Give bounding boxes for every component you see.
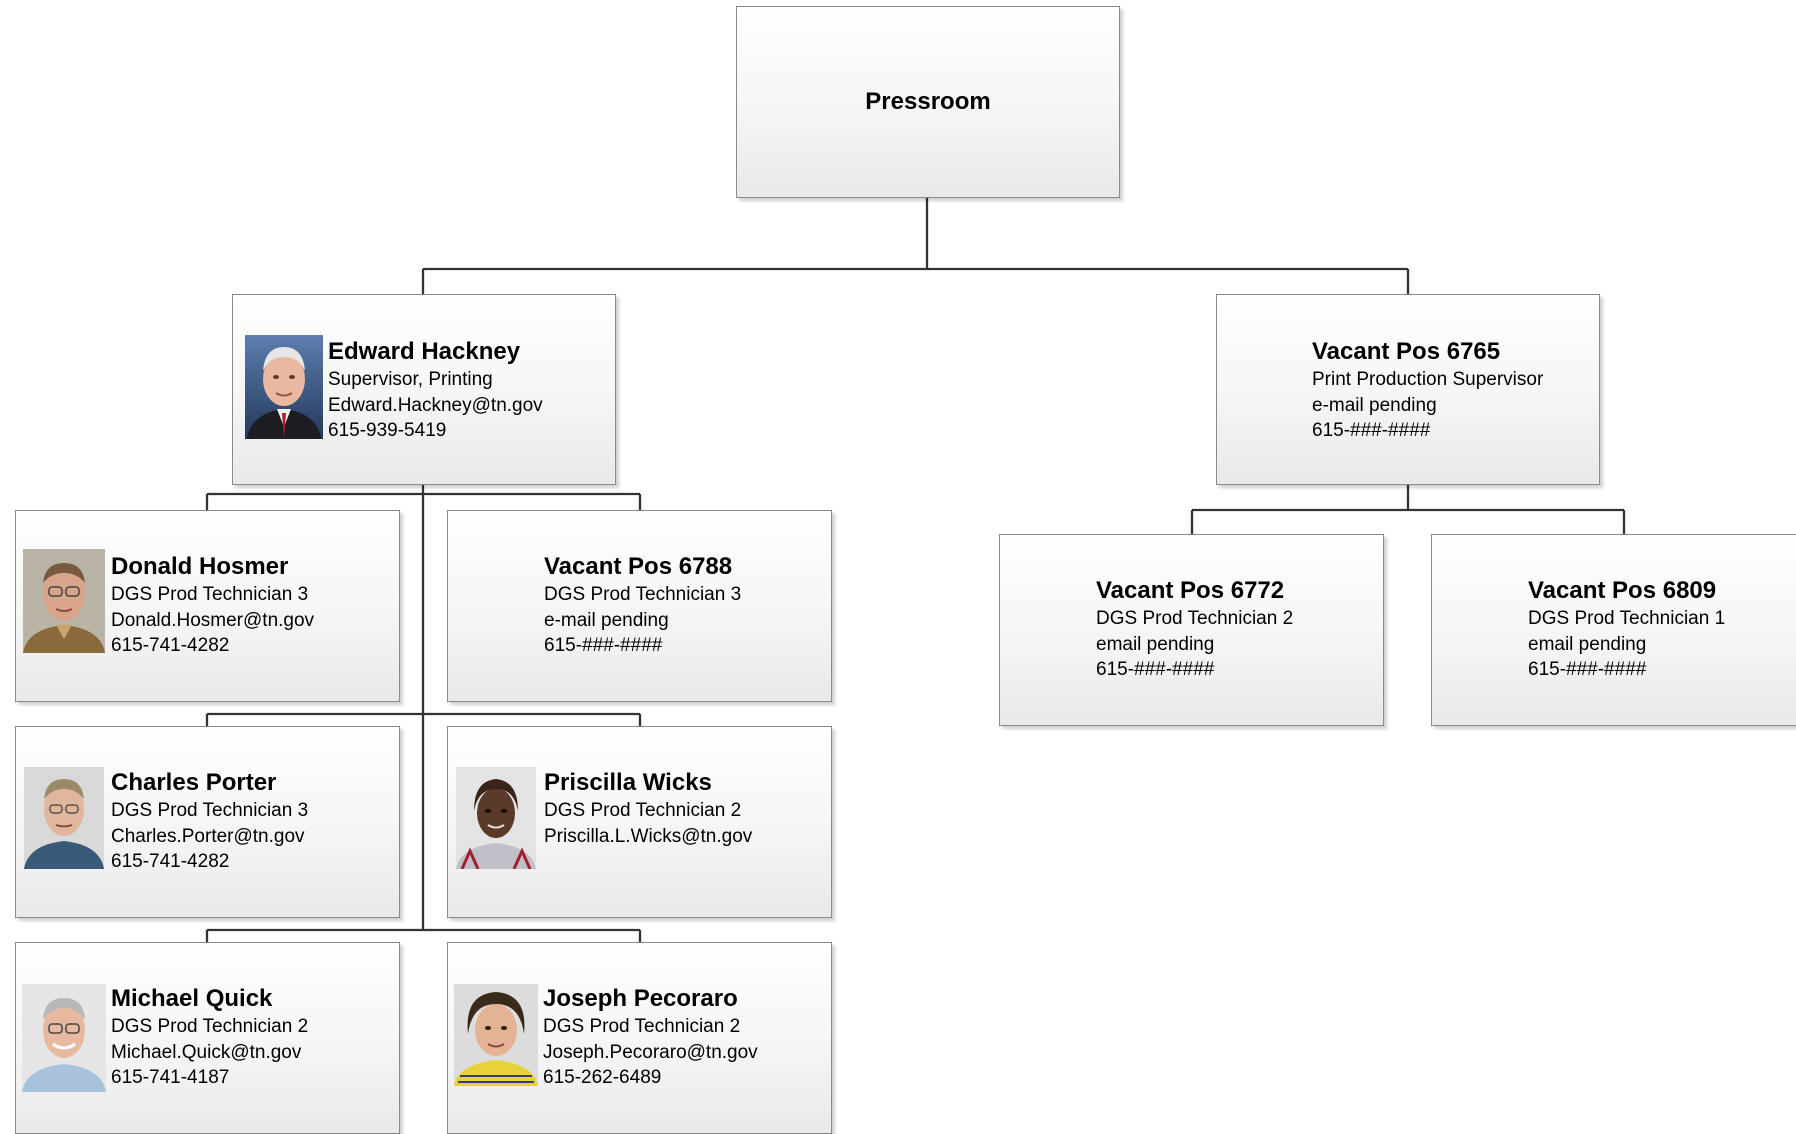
- person-name: Vacant Pos 6765: [1312, 338, 1501, 365]
- org-info: Edward Hackney Supervisor, Printing Edwa…: [328, 337, 543, 444]
- person-phone: 615-###-####: [1096, 659, 1215, 680]
- org-info: Michael Quick DGS Prod Technician 2 Mich…: [111, 984, 308, 1091]
- org-info: Priscilla Wicks DGS Prod Technician 2 Pr…: [544, 768, 752, 849]
- person-phone: 615-###-####: [1312, 420, 1431, 441]
- photo-portrait-icon: [454, 984, 538, 1086]
- person-email: Michael.Quick@tn.gov: [111, 1041, 302, 1063]
- person-phone: 615-262-6489: [543, 1067, 662, 1088]
- org-info: Charles Porter DGS Prod Technician 3 Cha…: [111, 768, 308, 875]
- person-title: DGS Prod Technician 2: [111, 1016, 309, 1037]
- person-name: Michael Quick: [111, 985, 273, 1012]
- person-name: Donald Hosmer: [111, 553, 289, 580]
- person-email: e-mail pending: [544, 609, 669, 631]
- org-info: Vacant Pos 6809 DGS Prod Technician 1 em…: [1528, 576, 1725, 683]
- person-title: Print Production Supervisor: [1312, 369, 1544, 390]
- person-name: Vacant Pos 6788: [544, 553, 733, 580]
- org-box-vacant-6809[interactable]: Vacant Pos 6809 DGS Prod Technician 1 em…: [1431, 534, 1796, 726]
- org-box-vacant-6772[interactable]: Vacant Pos 6772 DGS Prod Technician 2 em…: [999, 534, 1384, 726]
- person-email: Charles.Porter@tn.gov: [111, 825, 305, 847]
- person-phone: 615-741-4282: [111, 635, 230, 656]
- org-box-priscilla-wicks[interactable]: Priscilla Wicks DGS Prod Technician 2 Pr…: [447, 726, 832, 918]
- org-info: Vacant Pos 6765 Print Production Supervi…: [1312, 337, 1543, 444]
- person-email: Priscilla.L.Wicks@tn.gov: [544, 825, 753, 847]
- person-title: DGS Prod Technician 3: [111, 800, 309, 821]
- person-title: DGS Prod Technician 1: [1528, 608, 1726, 629]
- person-title: DGS Prod Technician 2: [1096, 608, 1294, 629]
- connector-row1: [205, 492, 642, 510]
- person-phone: 615-939-5419: [328, 420, 447, 441]
- org-info: Joseph Pecoraro DGS Prod Technician 2 Jo…: [543, 984, 758, 1091]
- org-box-joseph-pecoraro[interactable]: Joseph Pecoraro DGS Prod Technician 2 Jo…: [447, 942, 832, 1134]
- org-info: Vacant Pos 6788 DGS Prod Technician 3 e-…: [544, 552, 741, 659]
- org-info: Vacant Pos 6772 DGS Prod Technician 2 em…: [1096, 576, 1293, 683]
- person-title: Supervisor, Printing: [328, 369, 493, 390]
- person-phone: 615-741-4187: [111, 1067, 230, 1088]
- person-phone: 615-741-4282: [111, 851, 230, 872]
- person-phone: 615-###-####: [544, 635, 663, 656]
- person-name: Joseph Pecoraro: [543, 985, 738, 1012]
- person-title: DGS Prod Technician 3: [544, 584, 742, 605]
- org-info: Donald Hosmer DGS Prod Technician 3 Dona…: [111, 552, 314, 659]
- person-title: DGS Prod Technician 2: [543, 1016, 741, 1037]
- connector-row2: [205, 712, 642, 726]
- person-name: Vacant Pos 6809: [1528, 577, 1717, 604]
- photo-portrait-icon: [23, 549, 105, 653]
- org-box-pressroom[interactable]: Pressroom: [736, 6, 1120, 198]
- connector-vacant6765: [1190, 485, 1626, 534]
- connector-root: [421, 198, 1410, 294]
- person-email: Joseph.Pecoraro@tn.gov: [543, 1041, 758, 1063]
- person-email: email pending: [1096, 633, 1215, 655]
- org-box-donald-hosmer[interactable]: Donald Hosmer DGS Prod Technician 3 Dona…: [15, 510, 400, 702]
- photo-portrait-icon: [245, 335, 323, 439]
- person-email: Donald.Hosmer@tn.gov: [111, 609, 315, 631]
- person-name: Edward Hackney: [328, 338, 521, 365]
- photo-portrait-icon: [24, 767, 104, 869]
- person-phone: 615-###-####: [1528, 659, 1647, 680]
- person-email: e-mail pending: [1312, 394, 1437, 416]
- org-box-edward-hackney[interactable]: Edward Hackney Supervisor, Printing Edwa…: [232, 294, 616, 485]
- person-title: DGS Prod Technician 2: [544, 800, 742, 821]
- person-email: Edward.Hackney@tn.gov: [328, 394, 543, 416]
- person-name: Vacant Pos 6772: [1096, 577, 1285, 604]
- connector-row3: [205, 928, 642, 942]
- person-name: Priscilla Wicks: [544, 769, 712, 796]
- org-box-michael-quick[interactable]: Michael Quick DGS Prod Technician 2 Mich…: [15, 942, 400, 1134]
- org-box-vacant-6765[interactable]: Vacant Pos 6765 Print Production Supervi…: [1216, 294, 1600, 485]
- person-title: DGS Prod Technician 3: [111, 584, 309, 605]
- person-name: Charles Porter: [111, 769, 277, 796]
- org-root-title: Pressroom: [865, 88, 991, 115]
- photo-portrait-icon: [456, 767, 536, 869]
- org-box-charles-porter[interactable]: Charles Porter DGS Prod Technician 3 Cha…: [15, 726, 400, 918]
- photo-portrait-icon: [22, 984, 106, 1092]
- person-email: email pending: [1528, 633, 1647, 655]
- org-box-vacant-6788[interactable]: Vacant Pos 6788 DGS Prod Technician 3 e-…: [447, 510, 832, 702]
